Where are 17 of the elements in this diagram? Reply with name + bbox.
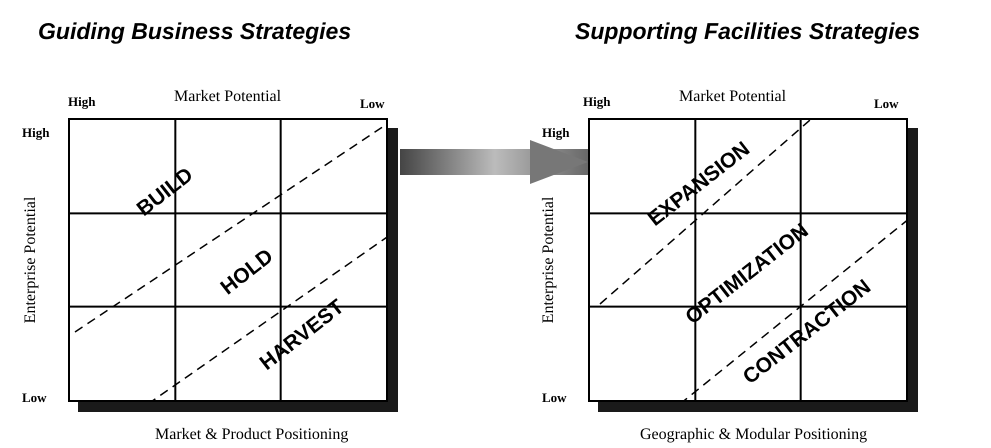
axis-end-label: High bbox=[22, 125, 50, 141]
axis-end-label: High bbox=[542, 125, 570, 141]
axis-end-label: Low bbox=[874, 96, 899, 112]
chart-title: Supporting Facilities Strategies bbox=[575, 18, 920, 45]
axis-title: Market Potential bbox=[174, 88, 282, 106]
axis-title: Market & Product Positioning bbox=[155, 426, 348, 444]
axis-end-label: Low bbox=[542, 390, 567, 406]
arrow bbox=[400, 140, 588, 184]
chart-title: Guiding Business Strategies bbox=[38, 18, 352, 45]
axis-end-label: Low bbox=[22, 390, 47, 406]
axis-end-label: High bbox=[583, 94, 610, 110]
axis-end-label: High bbox=[68, 94, 96, 110]
axis-title: Enterprise Potential bbox=[22, 196, 40, 324]
axis-end-label: Low bbox=[360, 96, 385, 112]
axis-title: Market Potential bbox=[679, 88, 786, 106]
axis-title: Enterprise Potential bbox=[540, 196, 558, 324]
axis-title: Geographic & Modular Positioning bbox=[640, 426, 868, 444]
